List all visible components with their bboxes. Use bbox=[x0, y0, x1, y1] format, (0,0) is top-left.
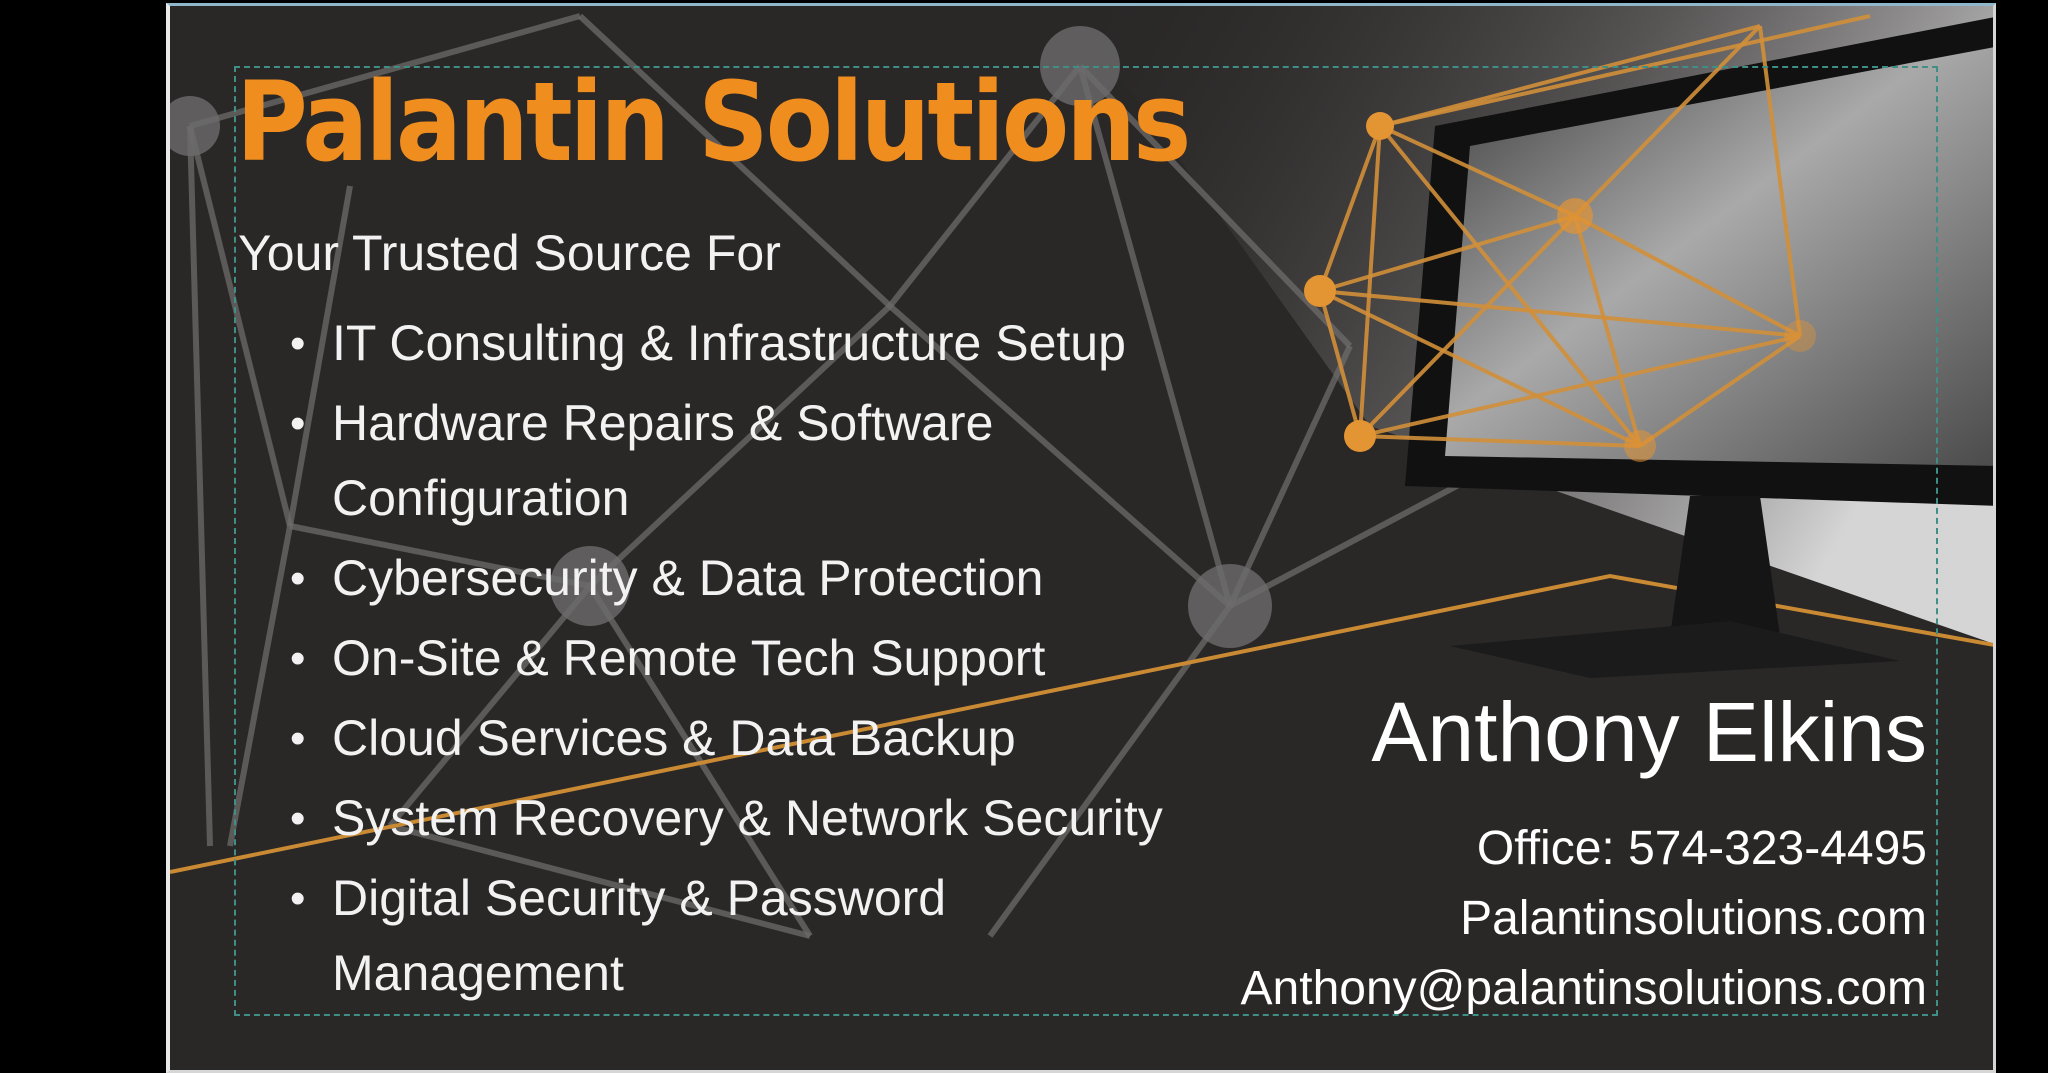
contact-block: Anthony Elkins Office: 574-323-4495 Pala… bbox=[1241, 690, 1927, 1024]
orange-network-nodes bbox=[1304, 112, 1816, 462]
service-item: Digital Security & Password Management bbox=[290, 861, 1163, 1011]
orange-network-mesh bbox=[1318, 14, 1871, 448]
service-item: IT Consulting & Infrastructure Setup bbox=[290, 306, 1163, 381]
service-item: On-Site & Remote Tech Support bbox=[290, 621, 1163, 696]
service-item-line: Hardware Repairs & Software Configuratio… bbox=[332, 395, 994, 526]
service-item: Cybersecurity & Data Protection bbox=[290, 541, 1163, 616]
services-list: IT Consulting & Infrastructure Setup Har… bbox=[290, 306, 1163, 1016]
email: Anthony@palantinsolutions.com bbox=[1240, 962, 1927, 1015]
print-safe-guide bbox=[234, 66, 1938, 1016]
office-phone: Office: 574-323-4495 bbox=[1476, 822, 1927, 875]
contact-name: Anthony Elkins bbox=[1371, 685, 1927, 779]
service-item-line: Digital Security & Password Management bbox=[332, 870, 947, 1001]
monitor-illustration bbox=[1405, 17, 1993, 678]
tagline: Your Trusted Source For bbox=[238, 225, 781, 281]
service-item: System Recovery & Network Security bbox=[290, 781, 1163, 856]
company-name: Palantin Solutions bbox=[236, 59, 1191, 187]
website: Palantinsolutions.com bbox=[1460, 892, 1927, 945]
service-item: Cloud Services & Data Backup bbox=[290, 701, 1163, 776]
service-item: Hardware Repairs & Software Configuratio… bbox=[290, 386, 1163, 536]
business-card: Palantin Solutions Your Trusted Source F… bbox=[166, 3, 1996, 1073]
